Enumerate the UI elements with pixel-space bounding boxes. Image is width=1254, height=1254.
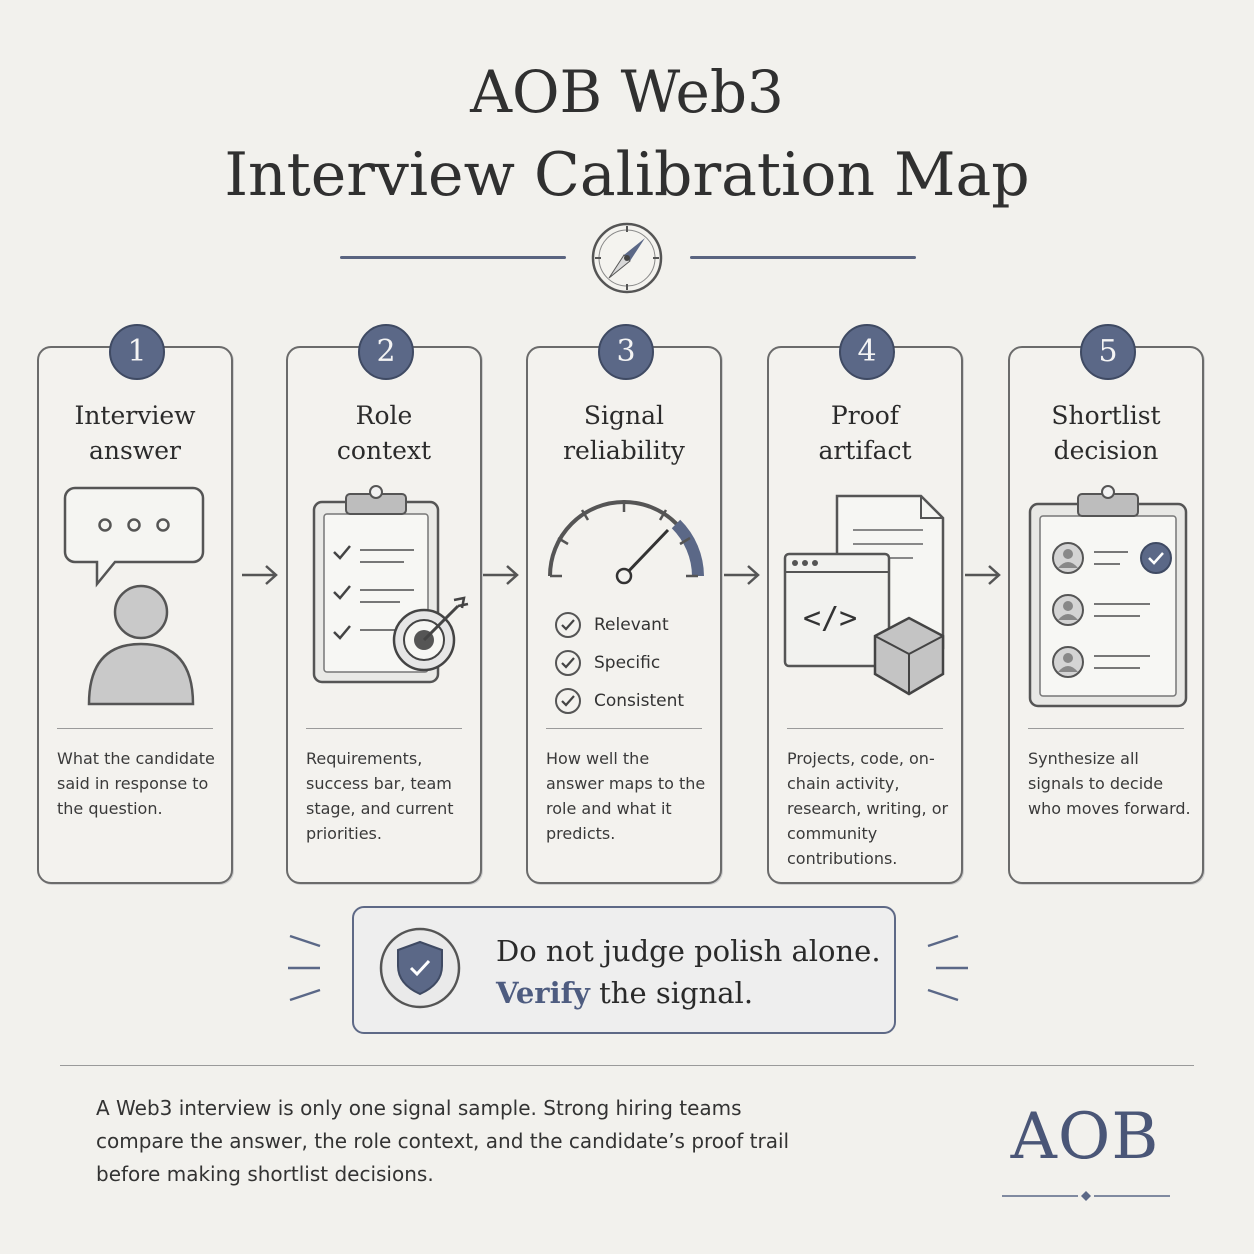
callout-line-2: Verify the signal. — [496, 972, 881, 1014]
step-number-badge: 5 — [1080, 324, 1136, 380]
check-item-relevant: Relevant — [554, 606, 684, 644]
step-card-3: 3 Signal reliability Relevant Specific C… — [526, 324, 722, 884]
step-title-line-1: Role — [355, 401, 413, 430]
emphasis-lines-right-icon — [927, 934, 968, 1002]
step-number-badge: 1 — [109, 324, 165, 380]
step-number-badge: 3 — [598, 324, 654, 380]
check-circle-icon — [555, 650, 581, 676]
step-card-5: 5 Shortlist decision Synthesize all sign… — [1008, 324, 1204, 884]
gauge-icon — [548, 500, 704, 585]
shield-check-icon — [379, 927, 461, 1009]
check-circle-icon — [555, 612, 581, 638]
check-item-specific: Specific — [554, 644, 684, 682]
title-rule-left — [340, 256, 566, 259]
step-title-line-2: reliability — [563, 436, 685, 465]
step-title-line-1: Shortlist — [1051, 401, 1161, 430]
check-circle-icon — [555, 688, 581, 714]
step-title-line-1: Proof — [830, 401, 900, 430]
check-item-consistent: Consistent — [554, 682, 684, 720]
step-number-badge: 4 — [839, 324, 895, 380]
verify-callout: Do not judge polish alone. Verify the si… — [352, 906, 896, 1034]
svg-text:</>: </> — [803, 601, 857, 636]
step-description: Requirements, success bar, team stage, a… — [306, 749, 454, 843]
emphasis-lines-left-icon — [288, 934, 321, 1002]
step-title-line-2: answer — [89, 436, 181, 465]
reliability-checklist: Relevant Specific Consistent — [554, 606, 684, 720]
title-line-1: AOB Web3 — [470, 58, 784, 126]
aob-logo: AOB — [1010, 1100, 1160, 1174]
arrow-right-icon — [724, 565, 760, 585]
step-title: Shortlist decision — [1010, 398, 1202, 468]
card-divider — [787, 728, 943, 729]
step-description: What the candidate said in response to t… — [57, 749, 215, 818]
step-card-1: 1 Interview answer What the candidate sa… — [37, 324, 233, 884]
title-line-2: Interview Calibration Map — [224, 140, 1030, 210]
compass-icon — [591, 222, 663, 294]
step-title: Proof artifact — [769, 398, 961, 468]
callout-emphasis: Verify — [496, 976, 590, 1010]
step-title: Signal reliability — [528, 398, 720, 468]
card-divider — [546, 728, 702, 729]
arrow-right-icon — [965, 565, 1001, 585]
step-title-line-1: Interview — [74, 401, 196, 430]
check-label: Relevant — [594, 615, 669, 635]
arrow-right-icon — [242, 565, 278, 585]
step-card-4: 4 Proof artifact </> Projects, code, on-… — [767, 324, 963, 884]
step-title: Interview answer — [39, 398, 231, 468]
arrow-right-icon — [483, 565, 519, 585]
card-divider — [306, 728, 462, 729]
footer-divider — [60, 1065, 1194, 1066]
clipboard-candidates-icon — [1028, 485, 1188, 708]
step-description: How well the answer maps to the role and… — [546, 749, 706, 843]
clipboard-target-icon — [312, 485, 469, 684]
step-description: Synthesize all signals to decide who mov… — [1028, 749, 1191, 818]
speech-bubble-person-icon — [63, 486, 205, 706]
logo-underline — [1002, 1191, 1170, 1201]
callout-line-2-rest: the signal. — [589, 976, 754, 1010]
step-title-line-2: context — [336, 436, 432, 465]
title-rule-right — [690, 256, 916, 259]
step-card-2: 2 Role context Requirements, success bar… — [286, 324, 482, 884]
step-number-badge: 2 — [358, 324, 414, 380]
card-divider — [57, 728, 213, 729]
callout-line-1: Do not judge polish alone. — [496, 934, 881, 968]
step-title-line-2: decision — [1053, 436, 1159, 465]
card-divider — [1028, 728, 1184, 729]
step-title-line-2: artifact — [818, 436, 912, 465]
check-label: Consistent — [594, 691, 685, 711]
step-title-line-1: Signal — [583, 401, 665, 430]
footer-text: A Web3 interview is only one signal samp… — [96, 1096, 790, 1186]
step-description: Projects, code, on-chain activity, resea… — [787, 749, 949, 868]
step-title: Role context — [288, 398, 480, 468]
callout-text: Do not judge polish alone. Verify the si… — [496, 930, 881, 1014]
code-document-cube-icon: </> — [783, 494, 945, 696]
check-label: Specific — [594, 653, 661, 673]
